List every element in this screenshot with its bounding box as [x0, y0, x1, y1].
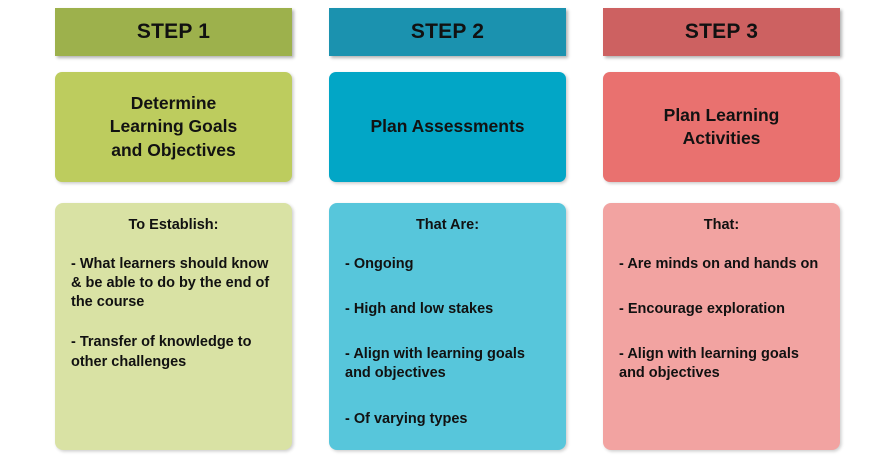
detail-item: - Align with learning goals and objectiv…: [619, 346, 799, 382]
detail-item: - Are minds on and hands on: [619, 256, 819, 272]
detail-item: - Ongoing: [345, 256, 414, 272]
detail-item: - Align with learning goals and objectiv…: [345, 346, 525, 382]
detail-item: - Encourage exploration: [619, 301, 785, 318]
step-header-3: STEP 3: [603, 8, 840, 56]
step-detail-box-1: To Establish: - What learners should kno…: [55, 203, 292, 450]
step-column-2: STEP 2 Plan Assessments That Are: - Ongo…: [329, 8, 566, 450]
step-detail-box-3: That: - Are minds on and hands on - Encou…: [603, 203, 840, 450]
step-main-box-2: Plan Assessments: [329, 72, 566, 182]
detail-item: - Of varying types: [345, 410, 468, 427]
detail-heading-3: That:: [703, 217, 740, 233]
detail-item: - High and low stakes: [345, 301, 494, 318]
detail-list-1: - What learners should know & be able to…: [71, 255, 276, 372]
detail-item: - What learners should know & be able to…: [71, 256, 270, 311]
step-header-1: STEP 1: [55, 8, 292, 56]
detail-list-2: - Ongoing - High and low stakes - Align wi…: [345, 255, 550, 455]
detail-heading-1: To Establish:: [128, 217, 219, 233]
detail-item: - Transfer of knowledge to other challen…: [71, 334, 252, 370]
detail-heading-2: That Are:: [415, 217, 480, 233]
step-main-title-2: Plan Assessments: [370, 116, 525, 137]
step-detail-box-2: That Are: - Ongoing - High and low stakes…: [329, 203, 566, 450]
step-header-2: STEP 2: [329, 8, 566, 56]
detail-list-3: - Are minds on and hands on - Encourage e…: [619, 255, 824, 410]
